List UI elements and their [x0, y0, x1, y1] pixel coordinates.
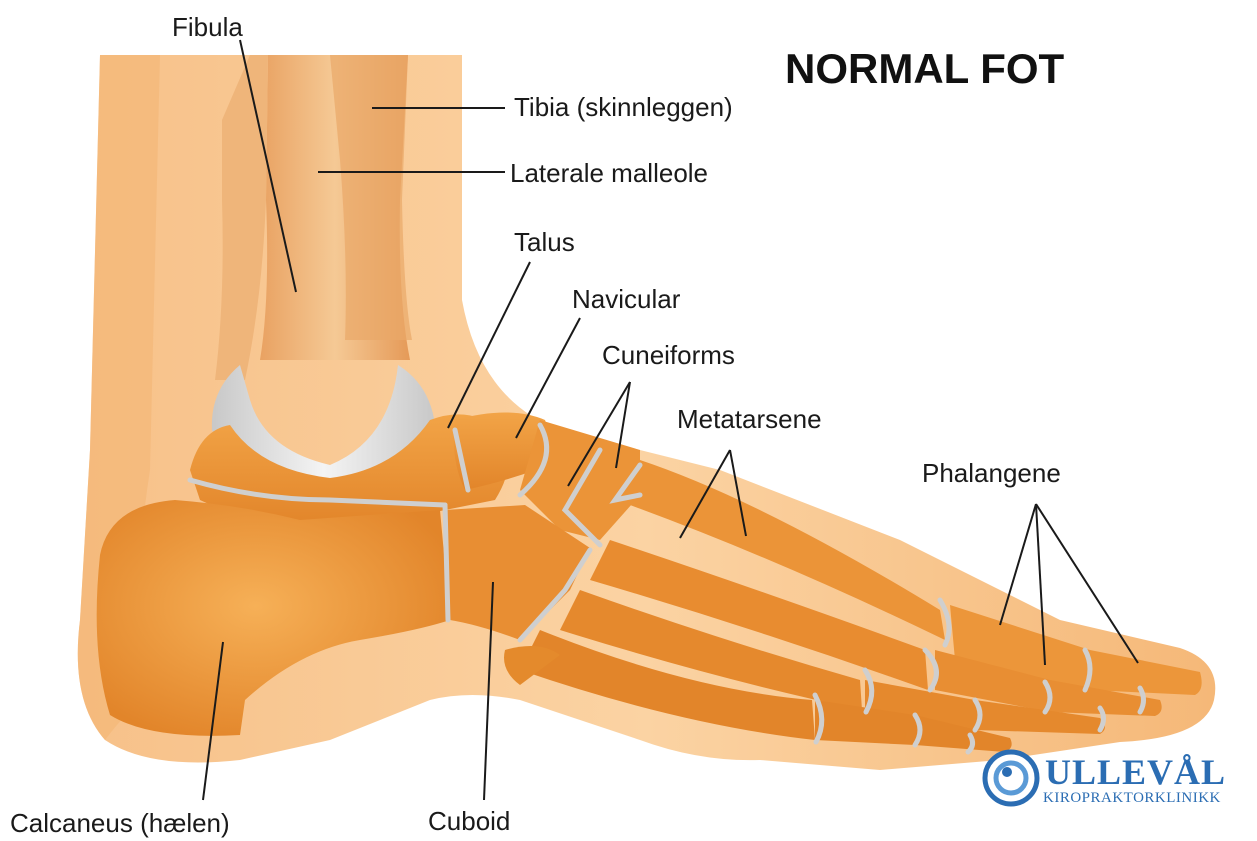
label-navicular: Navicular	[572, 286, 680, 312]
label-talus: Talus	[514, 229, 575, 255]
logo: ULLEVÅL KIROPRAKTORKLINIKK	[985, 752, 1226, 806]
label-cuneiforms: Cuneiforms	[602, 342, 735, 368]
label-fibula: Fibula	[172, 14, 243, 40]
label-tibia: Tibia (skinnleggen)	[514, 94, 733, 120]
logo-emblem-icon	[985, 752, 1037, 804]
label-phalanges: Phalangene	[922, 460, 1061, 486]
label-lateral-malleolus: Laterale malleole	[510, 160, 708, 186]
diagram-title: NORMAL FOT	[785, 48, 1064, 90]
label-cuboid: Cuboid	[428, 808, 510, 834]
logo-name: ULLEVÅL	[1045, 752, 1226, 792]
logo-subtitle: KIROPRAKTORKLINIKK	[1043, 790, 1221, 806]
label-calcaneus: Calcaneus (hælen)	[10, 810, 230, 836]
label-metatarsals: Metatarsene	[677, 406, 822, 432]
